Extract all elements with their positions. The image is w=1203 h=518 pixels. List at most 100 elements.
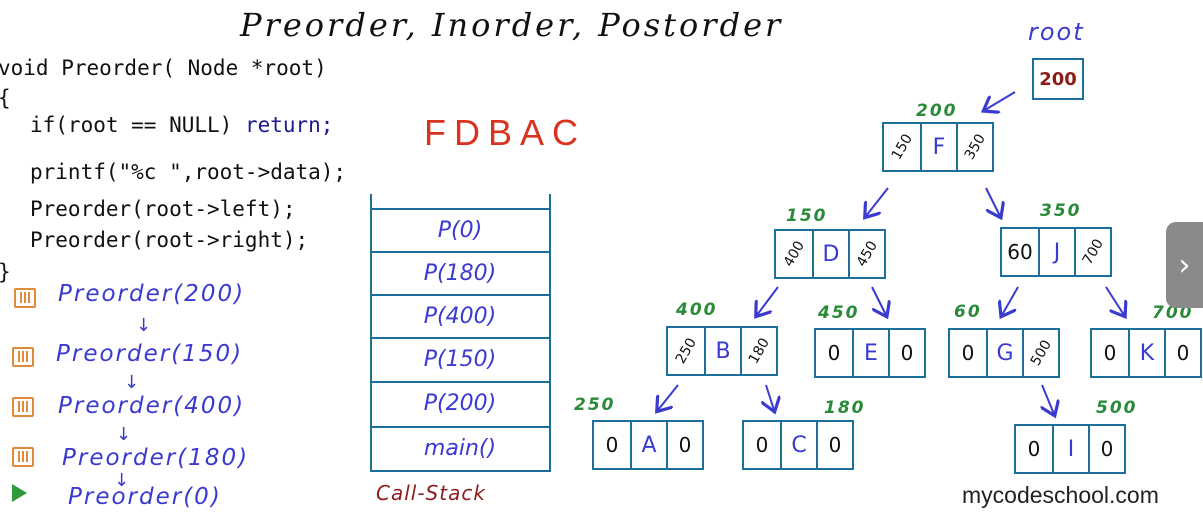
data-cell: A	[630, 422, 666, 468]
stack-frame: P(180)	[370, 251, 550, 295]
call-entry: Preorder(400)	[58, 393, 246, 419]
data-cell: J	[1038, 229, 1074, 275]
stack-frame: P(150)	[370, 337, 550, 381]
left-pointer-cell: 0	[1103, 341, 1117, 365]
stack-frame-icon	[12, 397, 34, 417]
node-address: 200	[916, 101, 958, 121]
edge-arrow	[757, 286, 779, 315]
data-cell: G	[986, 330, 1022, 376]
node-address: 450	[818, 303, 860, 323]
stack-left-wall	[370, 194, 372, 471]
down-arrow-icon: ↓	[114, 470, 130, 491]
node-address: 60	[954, 302, 982, 322]
code-line-close-brace: }	[0, 260, 11, 284]
left-pointer-cell: 0	[605, 433, 619, 457]
node-address: 700	[1152, 303, 1194, 323]
stack-bottom	[370, 470, 551, 472]
tree-node: 400 D 450	[774, 229, 886, 279]
tree-node: 0 G 500	[948, 328, 1060, 378]
right-pointer-cell: 0	[1088, 426, 1124, 472]
stack-frame-label: P(180)	[423, 261, 497, 286]
data-cell: D	[812, 231, 848, 277]
code-line-right-call: Preorder(root->right);	[30, 228, 309, 252]
call-entry: Preorder(200)	[58, 281, 246, 307]
stack-frame-icon	[12, 447, 34, 467]
code-line-left-call: Preorder(root->left);	[30, 197, 296, 221]
edge-arrow	[1105, 286, 1124, 315]
node-address: 150	[786, 206, 828, 226]
edge-arrow	[866, 187, 889, 216]
root-pointer-box: 200	[1032, 58, 1084, 100]
stack-frame: main()	[370, 426, 550, 470]
page-title: Preorder, Inorder, Postorder	[240, 6, 784, 44]
edge-arrow	[985, 187, 1000, 216]
left-pointer-cell: 150	[888, 131, 916, 163]
call-entry: Preorder(0)	[68, 484, 222, 510]
left-pointer-cell: 250	[672, 335, 700, 367]
code-return-keyword: return;	[244, 113, 334, 137]
edge-arrow	[658, 384, 679, 410]
right-pointer-cell: 700	[1074, 229, 1110, 275]
call-entry: Preorder(180)	[62, 445, 250, 471]
stack-frame: P(200)	[370, 381, 550, 425]
right-pointer-cell: 500	[1022, 330, 1058, 376]
edge-arrow	[1042, 384, 1054, 414]
play-icon	[12, 484, 27, 502]
call-entry: Preorder(150)	[56, 341, 244, 367]
tree-node: 0 A 0	[592, 420, 704, 470]
left-pointer-cell: 60	[1007, 240, 1033, 264]
down-arrow-icon: ↓	[116, 424, 132, 445]
code-line-open-brace: {	[0, 86, 11, 110]
tree-node: 250 B 180	[666, 326, 778, 376]
node-address: 180	[824, 398, 866, 418]
right-pointer-cell: 350	[956, 124, 992, 170]
node-address: 350	[1040, 201, 1082, 221]
traversal-output: FDBAC	[424, 112, 587, 153]
edge-arrow	[871, 286, 886, 315]
right-pointer-cell: 0	[888, 330, 924, 376]
stack-frame: P(400)	[370, 294, 550, 338]
tree-node: 0 C 0	[742, 420, 854, 470]
stack-frame-label: P(400)	[423, 304, 497, 329]
data-cell: F	[920, 124, 956, 170]
code-line-signature: void Preorder( Node *root)	[0, 56, 327, 80]
node-address: 500	[1096, 398, 1138, 418]
code-line-printf: printf("%c ",root->data);	[30, 160, 347, 184]
stack-frame-icon	[14, 288, 36, 308]
stack-frame-label: main()	[423, 436, 497, 461]
left-pointer-cell: 0	[827, 341, 841, 365]
code-line-if: if(root == NULL) return;	[30, 113, 333, 137]
stack-frame-icon	[12, 347, 34, 367]
call-stack-label: Call-Stack	[376, 481, 486, 505]
data-cell: E	[852, 330, 888, 376]
right-pointer-cell: 180	[740, 328, 776, 374]
down-arrow-icon: ↓	[136, 315, 152, 336]
right-pointer-cell: 0	[666, 422, 702, 468]
left-pointer-cell: 400	[780, 238, 808, 270]
site-watermark: mycodeschool.com	[962, 482, 1159, 508]
stack-frame-label: P(200)	[423, 391, 497, 416]
tree-node: 60 J 700	[1000, 227, 1112, 277]
next-slide-button[interactable]: ›	[1166, 222, 1203, 308]
code-if-text: if(root == NULL)	[30, 113, 245, 137]
stack-right-wall	[549, 194, 551, 471]
tree-node: 0 E 0	[814, 328, 926, 378]
right-pointer-cell: 450	[848, 231, 884, 277]
root-pointer-arrow	[985, 91, 1016, 110]
down-arrow-icon: ↓	[124, 372, 140, 393]
tree-node: 150 F 350	[882, 122, 994, 172]
edge-arrow	[1002, 286, 1019, 315]
edge-arrow	[766, 384, 774, 410]
data-cell: B	[704, 328, 740, 374]
chevron-right-icon: ›	[1178, 247, 1191, 283]
left-pointer-cell: 0	[961, 341, 975, 365]
right-pointer-cell: 0	[816, 422, 852, 468]
stack-frame: P(0)	[370, 208, 550, 252]
right-pointer-cell: 0	[1164, 330, 1200, 376]
left-pointer-cell: 0	[1027, 437, 1041, 461]
data-cell: K	[1128, 330, 1164, 376]
data-cell: I	[1052, 426, 1088, 472]
data-cell: C	[780, 422, 816, 468]
